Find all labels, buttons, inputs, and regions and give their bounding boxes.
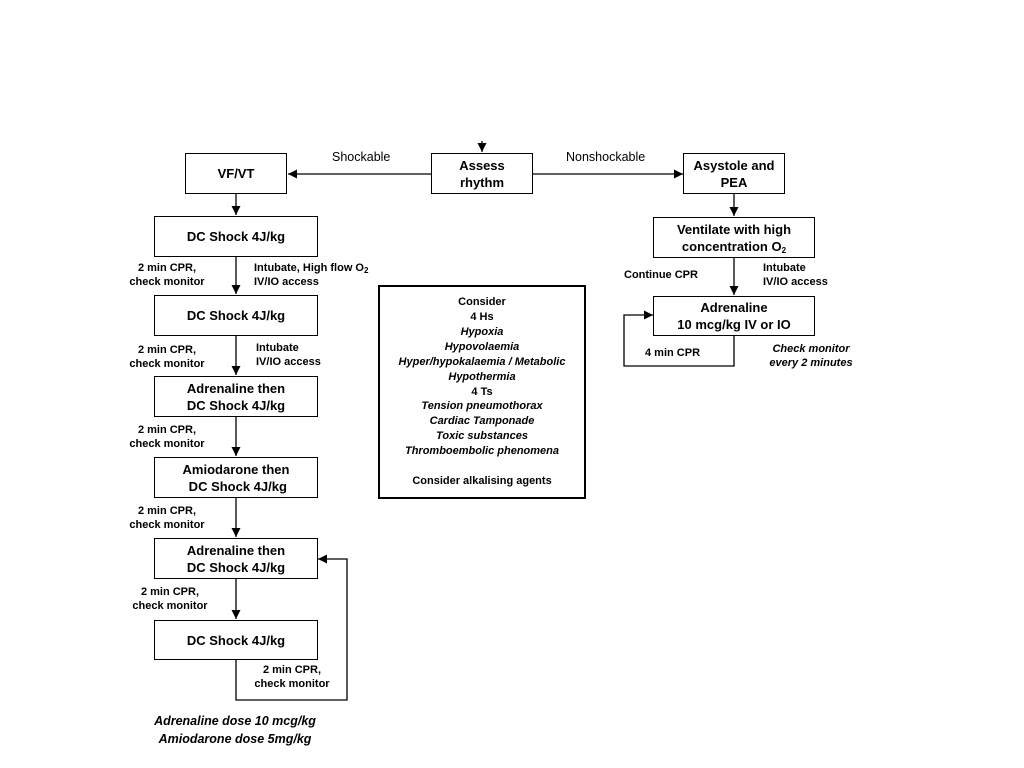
intubate-high-flow-label: Intubate, High flow O2 IV/IO access	[254, 261, 368, 289]
cpr-label-1: 2 min CPR, check monitor	[129, 262, 205, 288]
assess-rhythm-box: Assess rhythm	[431, 153, 533, 194]
nonshockable-loop-arrow	[623, 310, 735, 367]
cpr-label-4: 2 min CPR, check monitor	[129, 505, 205, 531]
ts-item: Thromboembolic phenomena	[404, 445, 559, 458]
consider-footer: Consider alkalising agents	[412, 475, 552, 488]
intubate-iv-io-label-right: Intubate IV/IO access	[763, 262, 828, 288]
amiodarone-dose-note: Amiodarone dose 5mg/kg	[158, 732, 312, 746]
oxygen-subscript: 2	[364, 266, 369, 275]
adrenaline-dose-box: Adrenaline 10 mcg/kg IV or IO	[653, 296, 815, 336]
vfvt-box: VF/VT	[185, 153, 287, 194]
amiodarone-then-shock-box: Amiodarone then DC Shock 4J/kg	[154, 457, 318, 498]
adrenaline-then-shock-box-1: Adrenaline then DC Shock 4J/kg	[154, 376, 318, 417]
hs-item: Hyper/hypokalaemia / Metabolic	[398, 355, 566, 368]
four-ts-heading: 4 Ts	[471, 385, 493, 398]
consider-title: Consider	[458, 296, 506, 309]
cpr-label-2: 2 min CPR, check monitor	[129, 344, 205, 370]
oxygen-subscript: 2	[781, 245, 787, 255]
intubate-high-flow-text: Intubate, High flow O	[254, 262, 364, 274]
iv-io-access-text: IV/IO access	[254, 276, 319, 288]
dc-shock-box-1: DC Shock 4J/kg	[154, 216, 318, 257]
loop-back-arrow	[235, 554, 348, 701]
cpr-label-5: 2 min CPR, check monitor	[132, 586, 208, 612]
check-monitor-label: Check monitor every 2 minutes	[769, 343, 853, 369]
dc-shock-box-2: DC Shock 4J/kg	[154, 295, 318, 336]
concentration-text: concentration O	[681, 238, 782, 254]
shockable-label: Shockable	[332, 150, 391, 164]
hs-item: Hypothermia	[448, 370, 516, 383]
hs-item: Hypovolaemia	[444, 340, 520, 353]
cpr-label-3: 2 min CPR, check monitor	[129, 424, 205, 450]
consider-box: Consider 4 Hs Hypoxia Hypovolaemia Hyper…	[378, 285, 586, 499]
adrenaline-dose-note: Adrenaline dose 10 mcg/kg	[154, 714, 316, 728]
dc-shock-box-final: DC Shock 4J/kg	[154, 620, 318, 660]
loop-cpr-label: 2 min CPR, check monitor	[254, 664, 330, 690]
nonshockable-label: Nonshockable	[566, 150, 646, 164]
four-hs-heading: 4 Hs	[470, 310, 494, 323]
adrenaline-then-shock-box-2: Adrenaline then DC Shock 4J/kg	[154, 538, 318, 579]
intubate-iv-io-label: Intubate IV/IO access	[256, 342, 321, 368]
hs-item: Hypoxia	[460, 325, 504, 338]
ventilate-line-1: Ventilate with high	[676, 221, 792, 237]
asystole-pea-box: Asystole and PEA	[683, 153, 785, 194]
ts-item: Cardiac Tamponade	[429, 415, 535, 428]
continue-cpr-label: Continue CPR	[624, 269, 698, 281]
ventilate-line-2: concentration O2	[682, 238, 786, 255]
ts-item: Toxic substances	[436, 430, 528, 443]
ts-item: Tension pneumothorax	[421, 400, 543, 413]
ventilate-box: Ventilate with high concentration O2	[653, 217, 815, 258]
four-min-cpr-label: 4 min CPR	[645, 347, 701, 359]
